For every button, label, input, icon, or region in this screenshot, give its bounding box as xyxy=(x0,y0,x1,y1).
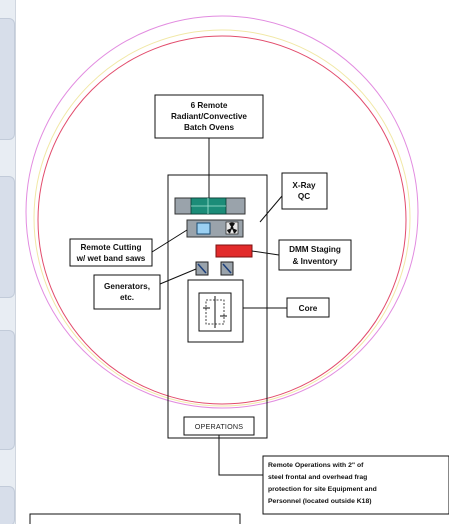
ovens-line-3: Batch Ovens xyxy=(184,123,234,132)
side-thumbnail-4[interactable] xyxy=(0,486,15,524)
operations-label: OPERATIONS xyxy=(195,422,244,431)
remote-ops-label-box xyxy=(262,455,449,515)
dmm-line-1: DMM Staging xyxy=(289,245,341,254)
outer-circle xyxy=(25,15,419,409)
bottom-partial-box xyxy=(29,513,241,524)
side-thumbnail-2[interactable] xyxy=(0,176,15,298)
ovens-label-box xyxy=(154,94,264,139)
remote-ops-line-4: Personnel (located outside K18) xyxy=(268,498,372,505)
dmm-unit xyxy=(215,244,253,258)
side-thumbnail-1[interactable] xyxy=(0,18,15,140)
cutting-label-box xyxy=(69,238,153,267)
ovens-line-1: 6 Remote xyxy=(191,101,228,110)
dmm-leader xyxy=(251,250,280,256)
side-thumbnail-3[interactable] xyxy=(0,330,15,450)
core-chamber xyxy=(205,299,225,325)
generators-label-box xyxy=(93,274,161,310)
xray-line-2: QC xyxy=(298,192,310,201)
yellow-circle xyxy=(33,29,411,407)
red-circle xyxy=(37,35,407,405)
xray-label-box xyxy=(281,172,328,210)
xray-scanner xyxy=(196,222,211,235)
core-label: Core xyxy=(299,304,318,313)
main-building xyxy=(167,174,268,439)
generator-2-mark xyxy=(222,263,232,274)
operations-leader xyxy=(218,435,263,476)
cutting-leader xyxy=(151,229,188,253)
xray-line-1: X-Ray xyxy=(292,181,316,190)
remote-ops-line-2: steel frontal and overhead frag xyxy=(268,474,367,481)
generators-line-2: etc. xyxy=(120,293,134,302)
generators-leader xyxy=(159,268,197,285)
cutting-line-1: Remote Cutting xyxy=(81,243,142,252)
dmm-label-box xyxy=(278,239,352,271)
ovens-line-2: Radiant/Convective xyxy=(171,112,247,121)
cutting-line-2: w/ wet band saws xyxy=(76,254,146,263)
generators-line-1: Generators, xyxy=(104,282,150,291)
radiation-icon-blades xyxy=(227,222,237,234)
remote-ops-line-3: protection for site Equipment and xyxy=(268,486,377,493)
xray-leader xyxy=(259,195,283,223)
generator-1-mark xyxy=(197,263,207,274)
dmm-line-2: & Inventory xyxy=(292,257,337,266)
remote-ops-line-1: Remote Operations with 2" of xyxy=(268,462,364,469)
